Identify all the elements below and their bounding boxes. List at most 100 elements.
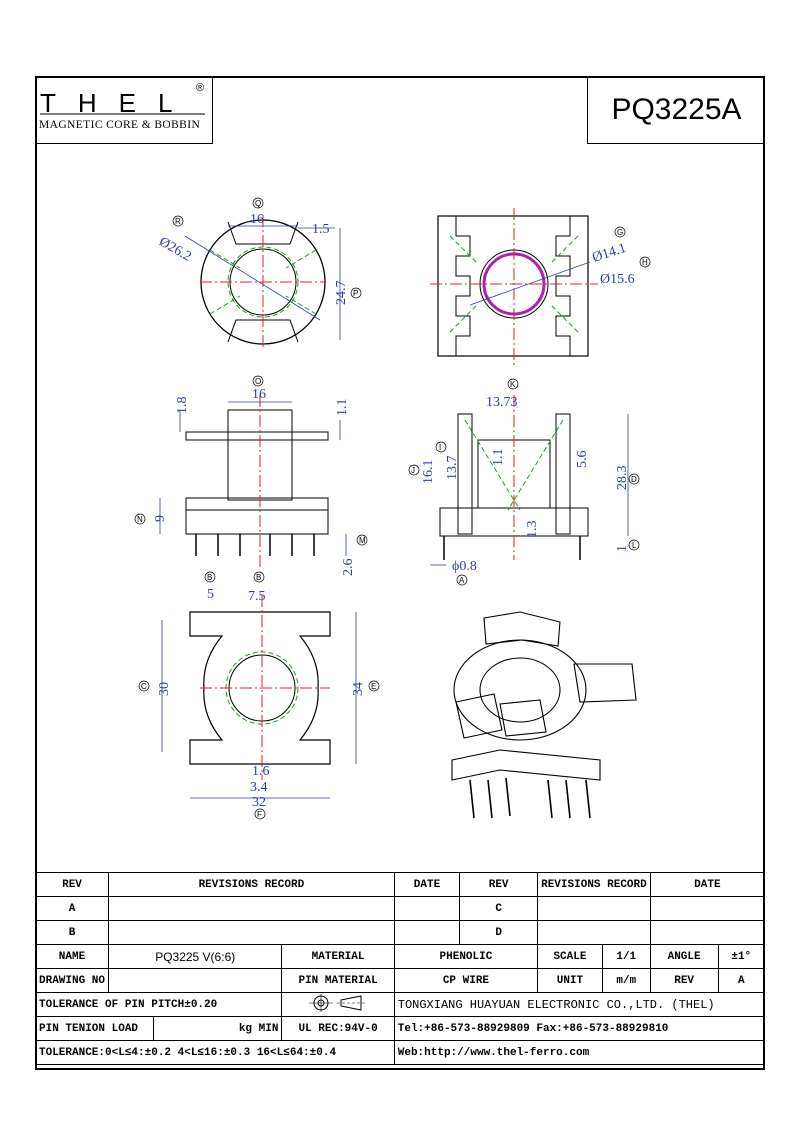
top-view	[184, 215, 341, 350]
logo-box	[35, 76, 213, 144]
website: Web:http://www.thel-ferro.com	[393, 1040, 766, 1065]
scale-label: SCALE	[537, 944, 603, 969]
callout-k: K	[510, 380, 516, 389]
dim-p: 24.7	[334, 281, 349, 306]
dim-b2: 7.5	[248, 589, 266, 604]
drawing-no-value	[108, 968, 283, 993]
callout-j: J	[411, 466, 415, 475]
dim-c: 30	[157, 682, 172, 696]
dim-b1: 5	[207, 587, 214, 602]
dim-r-dia: Ø26.2	[156, 234, 193, 264]
callout-l: L	[632, 541, 637, 550]
rev-value: A	[717, 968, 766, 993]
drawing-sheet	[35, 76, 765, 1070]
callout-c: C	[141, 682, 147, 691]
dim-inner-c: 1.3	[525, 521, 540, 539]
pin-material-value: CP WIRE	[393, 968, 539, 993]
dim-k: 13.73	[486, 395, 518, 410]
company-logo: THEL	[40, 88, 195, 118]
callout-f: F	[257, 810, 262, 819]
rev-header: REV	[34, 872, 110, 897]
dim-a-dia: ϕ0.8	[452, 559, 477, 574]
callout-q: Q	[255, 199, 261, 208]
dim-l: 1	[615, 545, 630, 552]
projection-symbol	[281, 992, 395, 1017]
company-name: TONGXIANG HUAYUAN ELECTRONIC CO.,LTD. (T…	[393, 992, 766, 1017]
callout-r: R	[175, 217, 181, 226]
rev-a: A	[34, 896, 110, 921]
rev-header-right: REV	[459, 872, 539, 897]
callout-h: H	[642, 258, 648, 267]
rev-d-record	[537, 920, 651, 945]
callout-a: A	[459, 576, 465, 585]
dim-j: 16.1	[421, 460, 436, 485]
rev-b-date	[393, 920, 461, 945]
rev-a-date	[393, 896, 461, 921]
dim-q-margin: 1.5	[312, 222, 330, 237]
dim-e: 34	[351, 682, 366, 696]
rev-d-date	[649, 920, 766, 945]
angle-label: ANGLE	[649, 944, 719, 969]
dim-g-dia: Ø14.1	[591, 241, 629, 266]
isometric-view	[451, 611, 637, 819]
angle-value: ±1°	[717, 944, 766, 969]
name-label: NAME	[34, 944, 110, 969]
unit-value: m/m	[601, 968, 651, 993]
rev-b-record	[108, 920, 395, 945]
callout-i: I	[439, 443, 441, 452]
callout-markers: Q R P G H O N M K J I D L A B B C E F	[134, 197, 651, 820]
dim-inner-b: 5.6	[575, 451, 590, 469]
front-view	[159, 395, 347, 570]
rev-c: C	[459, 896, 539, 921]
date-header-right: DATE	[649, 872, 766, 897]
part-number-box: PQ3225A	[587, 76, 765, 144]
dim-i: 13.7	[445, 456, 460, 481]
scale-value: 1/1	[601, 944, 651, 969]
rev-a-record	[108, 896, 395, 921]
telephone: Tel:+86-573-88929809 Fax:+86-573-8892981…	[393, 1016, 766, 1041]
logo-subtitle: MAGNETIC CORE & BOBBIN	[39, 119, 201, 131]
section-view	[430, 395, 629, 566]
dim-top-right: 1.1	[335, 399, 350, 417]
unit-label: UNIT	[537, 968, 603, 993]
dim-q: 16	[250, 212, 264, 227]
callout-g: G	[617, 228, 623, 237]
pin-load-label: PIN TENION LOAD	[35, 1016, 154, 1041]
callout-m: M	[359, 536, 366, 545]
dim-top-left: 1.8	[175, 397, 190, 415]
callout-d: D	[631, 475, 637, 484]
dim-d: 28.3	[615, 466, 630, 491]
material-label: MATERIAL	[281, 944, 395, 969]
rev-c-date	[649, 896, 766, 921]
dim-bot2: 3.4	[250, 780, 268, 795]
ul-rating: UL REC:94V-0	[281, 1016, 395, 1041]
revisions-header-left: REVISIONS RECORD	[108, 872, 395, 897]
dim-m: 2.6	[341, 559, 356, 577]
callout-e: E	[371, 682, 376, 691]
drawing-no-label: DRAWING NO	[34, 968, 110, 993]
dim-o: 16	[252, 387, 266, 402]
pin-load-unit: kg MIN	[153, 1016, 283, 1041]
callout-b1: B	[207, 573, 212, 582]
rev-c-record	[537, 896, 651, 921]
general-tolerance: TOLERANCE:0<L≤4:±0.2 4<L≤16:±0.3 16<L≤64…	[35, 1040, 395, 1065]
pin-side-view	[430, 208, 598, 365]
callout-n: N	[137, 515, 143, 524]
part-number: PQ3225A	[611, 92, 742, 126]
registered-mark: ®	[196, 82, 205, 94]
pin-material-label: PIN MATERIAL	[281, 968, 395, 993]
material-value: PHENOLIC	[393, 944, 539, 969]
revisions-header-right: REVISIONS RECORD	[537, 872, 651, 897]
dim-bot1: 1.6	[252, 764, 270, 779]
date-header-left: DATE	[393, 872, 461, 897]
plan-view	[161, 595, 357, 799]
callout-p: P	[353, 289, 358, 298]
dim-h-dia: Ø15.6	[600, 272, 635, 287]
rev-d: D	[459, 920, 539, 945]
first-angle-projection-icon	[309, 993, 366, 1012]
rev-label: REV	[649, 968, 719, 993]
technical-drawing: 16 1.5 Ø26.2 24.7 Ø14.1 Ø15.6 16 1.8 1	[40, 113, 651, 820]
rev-b: B	[34, 920, 110, 945]
callout-b2: B	[256, 573, 261, 582]
name-value: PQ3225 V(6:6)	[108, 944, 283, 969]
